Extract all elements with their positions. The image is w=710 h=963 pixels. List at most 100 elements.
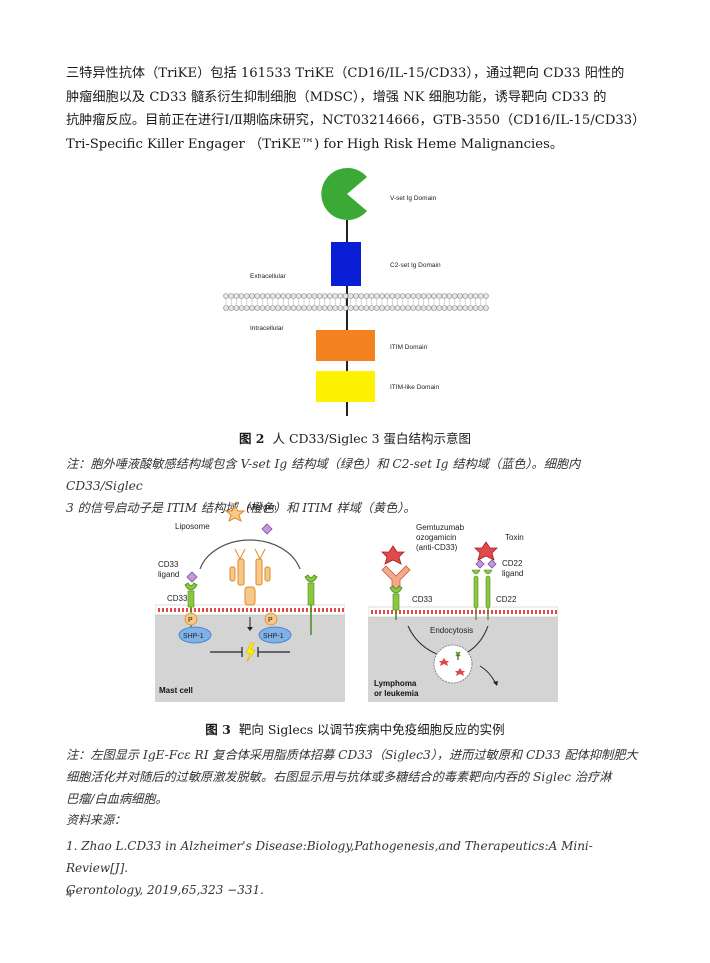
lipid-mark	[270, 608, 272, 612]
c2-set-label: C2-set Ig Domain	[390, 262, 441, 269]
lipid-head	[342, 305, 349, 311]
lipid-head	[368, 305, 375, 311]
lipid-head	[301, 305, 307, 311]
lipid-head	[269, 305, 276, 311]
c2-set-domain	[331, 242, 361, 286]
cd33-receptor-icon	[304, 574, 318, 583]
gemtuzumab-label: Gemtuzumab	[416, 523, 465, 532]
lipid-head	[477, 293, 484, 299]
lipid-mark	[194, 608, 196, 612]
lipid-head	[374, 293, 380, 299]
phosphate-icon	[264, 612, 278, 626]
caption-text: 靶向 Siglecs 以调节疾病中免疫细胞反应的实例	[238, 722, 505, 737]
lipid-head	[290, 293, 297, 299]
paragraph-line: 肿瘤细胞以及 CD33 髓系衍生抑制细胞（MDSC），增强 NK 细胞功能，诱导…	[66, 89, 607, 105]
lipid-head	[420, 305, 427, 311]
lipid-head	[280, 305, 287, 311]
lipid-mark	[218, 608, 220, 612]
lipid-head	[431, 293, 437, 299]
body-paragraph: 三特异性抗体（TriKE）包括 161533 TriKE（CD16/IL-15/…	[66, 62, 646, 156]
phosphate-icon	[184, 612, 198, 626]
lipid-mark	[371, 610, 373, 614]
figure-2-note: 注：胞外唾液酸敏感结构域包含 V-set Ig 结构域（绿色）和 C2-set …	[66, 453, 646, 519]
lipid-head	[238, 293, 245, 299]
lipid-mark	[158, 608, 160, 612]
lipid-mark	[539, 610, 541, 614]
cell-membrane	[223, 293, 489, 311]
lipid-head	[483, 293, 489, 299]
lipid-head	[285, 305, 292, 311]
lipid-mark	[499, 610, 501, 614]
references-heading: 资料来源：	[66, 813, 127, 827]
itim-label: ITIM Domain	[390, 344, 428, 351]
note-line: 巴瘤/白血病细胞。	[66, 792, 168, 806]
lipid-head	[436, 293, 442, 299]
lipid-mark	[298, 608, 300, 612]
lipid-mark	[174, 608, 176, 612]
lipid-head	[452, 305, 458, 311]
lipid-mark	[282, 608, 284, 612]
phosphate-label: P	[268, 617, 273, 624]
lipid-mark	[182, 608, 184, 612]
lipid-head	[462, 293, 468, 299]
lipid-mark	[551, 610, 553, 614]
lipid-head	[290, 305, 297, 311]
lipid-head	[243, 293, 250, 299]
figure-3-lymphoma-panel: Gemtuzumab ozogamicin (anti-CD33) CD33 T…	[368, 523, 558, 702]
lipid-mark	[318, 608, 320, 612]
lipid-head	[457, 293, 463, 299]
lipid-head	[348, 293, 354, 299]
cd33-ligand-label: ligand	[158, 570, 179, 579]
lipid-head	[348, 305, 354, 311]
lymphoma-label: Lymphoma	[374, 679, 417, 688]
lipid-head	[441, 305, 448, 311]
lipid-mark	[250, 608, 252, 612]
lipid-mark	[431, 610, 433, 614]
lipid-mark	[375, 610, 377, 614]
lipid-head	[457, 305, 463, 311]
lipid-head	[452, 293, 458, 299]
lipid-mark	[423, 610, 425, 614]
lipid-head	[311, 293, 318, 299]
cd33-label: CD33	[412, 595, 433, 604]
shp1-label: SHP-1	[183, 633, 204, 640]
lipid-head	[384, 293, 390, 299]
lipid-mark	[463, 610, 465, 614]
lipid-mark	[435, 610, 437, 614]
lipid-head	[389, 305, 396, 311]
lipid-mark	[439, 610, 441, 614]
endosome-icon	[433, 644, 473, 684]
liposome-label: Liposome	[175, 522, 210, 531]
lipid-head	[306, 305, 312, 311]
lipid-head	[238, 305, 245, 311]
paragraph-line: 抗肿瘤反应。目前正在进行Ⅰ/Ⅱ期临床研究，NCT03214666，GTB-355…	[66, 113, 646, 128]
lipid-mark	[314, 608, 316, 612]
lipid-mark	[483, 610, 485, 614]
lipid-mark	[238, 608, 240, 612]
v-set-label: V-set Ig Domain	[390, 195, 437, 202]
lipid-head	[269, 293, 276, 299]
lipid-head	[249, 305, 255, 311]
antibody-icon	[381, 565, 411, 591]
figure-2-cd33-structure: V-set Ig Domain C2-set Ig Domain Extrace…	[223, 168, 489, 416]
lipid-head	[275, 293, 281, 299]
references: 资料来源： 1. Zhao L.CD33 in Alzheimer's Dise…	[66, 809, 646, 901]
shp1-icon	[178, 626, 212, 644]
cd22-label: CD22	[496, 595, 517, 604]
lipid-head	[472, 293, 479, 299]
mast-cell-label: Mast cell	[159, 686, 193, 695]
lipid-mark	[503, 610, 505, 614]
lipid-head	[322, 305, 328, 311]
liposome	[199, 539, 301, 570]
toxin-star-icon	[474, 541, 498, 561]
note-line: 细胞活化并对随后的过敏原激发脱敏。右图显示用与抗体或多糖结合的毒素靶向内吞的 S…	[66, 770, 612, 784]
lipid-mark	[166, 608, 168, 612]
lipid-head	[264, 305, 271, 311]
lipid-mark	[290, 608, 292, 612]
lipid-mark	[334, 608, 336, 612]
lipid-mark	[443, 610, 445, 614]
lipid-mark	[403, 610, 405, 614]
lipid-head	[379, 305, 385, 311]
lipid-mark	[330, 608, 332, 612]
